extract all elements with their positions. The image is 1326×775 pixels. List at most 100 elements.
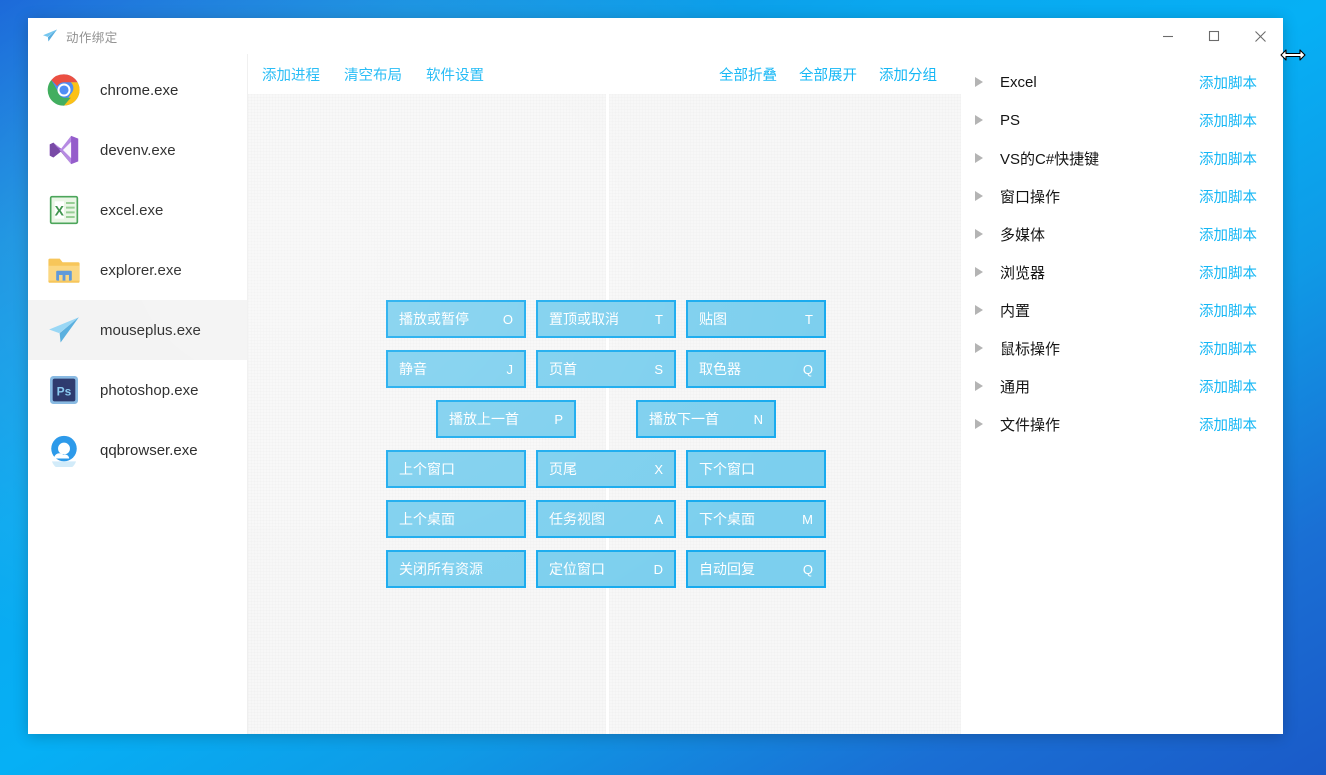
toolbar-left-group: 添加进程 清空布局 软件设置 — [262, 64, 484, 85]
sidebar-item-chrome[interactable]: chrome.exe — [28, 60, 247, 120]
action-label: 取色器 — [699, 359, 741, 379]
chevron-right-icon[interactable] — [975, 115, 989, 125]
sidebar-item-label: photoshop.exe — [100, 382, 198, 399]
action-label: 定位窗口 — [549, 559, 605, 579]
sidebar-item-explorer[interactable]: explorer.exe — [28, 240, 247, 300]
action-label: 关闭所有资源 — [399, 559, 483, 579]
action-button-screen-pin[interactable]: 贴图 T — [686, 300, 826, 338]
add-script-button[interactable]: 添加脚本 — [1199, 224, 1257, 245]
group-row-multimedia[interactable]: 多媒体 添加脚本 — [961, 215, 1283, 253]
layout-canvas[interactable]: 播放或暂停 O 置顶或取消 T 贴图 T — [248, 94, 961, 734]
chevron-right-icon[interactable] — [975, 191, 989, 201]
center-column: 添加进程 清空布局 软件设置 全部折叠 全部展开 添加分组 — [247, 54, 961, 734]
group-row-excel[interactable]: Excel 添加脚本 — [961, 63, 1283, 101]
visual-studio-icon — [46, 132, 82, 168]
script-groups-panel[interactable]: Excel 添加脚本 PS 添加脚本 VS的C#快捷键 添加脚本 — [961, 54, 1283, 734]
clear-layout-button[interactable]: 清空布局 — [344, 64, 402, 85]
chevron-right-icon[interactable] — [975, 343, 989, 353]
chevron-right-icon[interactable] — [975, 77, 989, 87]
chevron-right-icon[interactable] — [975, 419, 989, 429]
chevron-right-icon[interactable] — [975, 229, 989, 239]
chevron-right-icon[interactable] — [975, 305, 989, 315]
action-shortcut: Q — [803, 362, 813, 377]
group-row-window-operations[interactable]: 窗口操作 添加脚本 — [961, 177, 1283, 215]
add-group-button[interactable]: 添加分组 — [879, 64, 937, 85]
chevron-right-icon[interactable] — [975, 153, 989, 163]
chevron-right-icon[interactable] — [975, 381, 989, 391]
collapse-all-button[interactable]: 全部折叠 — [719, 64, 777, 85]
process-list-sidebar[interactable]: chrome.exe devenv.exe — [28, 54, 247, 734]
group-name: Excel — [1000, 74, 1037, 91]
action-label: 播放或暂停 — [399, 309, 469, 329]
group-row-general[interactable]: 通用 添加脚本 — [961, 367, 1283, 405]
action-button-toggle-topmost[interactable]: 置顶或取消 T — [536, 300, 676, 338]
group-row-ps[interactable]: PS 添加脚本 — [961, 101, 1283, 139]
add-script-button[interactable]: 添加脚本 — [1199, 262, 1257, 283]
action-label: 页尾 — [549, 459, 577, 479]
group-name: VS的C#快捷键 — [1000, 148, 1099, 169]
action-label: 播放上一首 — [449, 409, 519, 429]
group-row-vs-csharp-shortcuts[interactable]: VS的C#快捷键 添加脚本 — [961, 139, 1283, 177]
sidebar-item-devenv[interactable]: devenv.exe — [28, 120, 247, 180]
group-row-builtin[interactable]: 内置 添加脚本 — [961, 291, 1283, 329]
group-name: 多媒体 — [1000, 224, 1045, 245]
sidebar-item-photoshop[interactable]: Ps photoshop.exe — [28, 360, 247, 420]
action-button-color-picker[interactable]: 取色器 Q — [686, 350, 826, 388]
maximize-icon — [1208, 30, 1220, 42]
software-settings-button[interactable]: 软件设置 — [426, 64, 484, 85]
sidebar-item-mouseplus[interactable]: mouseplus.exe — [28, 300, 247, 360]
add-script-button[interactable]: 添加脚本 — [1199, 186, 1257, 207]
window-body: chrome.exe devenv.exe — [28, 54, 1283, 734]
add-script-button[interactable]: 添加脚本 — [1199, 148, 1257, 169]
group-name: 鼠标操作 — [1000, 338, 1060, 359]
action-button-previous-desktop[interactable]: 上个桌面 — [386, 500, 526, 538]
sidebar-item-label: qqbrowser.exe — [100, 442, 198, 459]
action-label: 上个窗口 — [399, 459, 455, 479]
svg-text:Ps: Ps — [57, 384, 72, 398]
expand-all-button[interactable]: 全部展开 — [799, 64, 857, 85]
app-window: 动作绑定 — [28, 18, 1283, 734]
chevron-right-icon[interactable] — [975, 267, 989, 277]
group-row-file-operations[interactable]: 文件操作 添加脚本 — [961, 405, 1283, 443]
maximize-button[interactable] — [1191, 18, 1237, 54]
group-row-browser[interactable]: 浏览器 添加脚本 — [961, 253, 1283, 291]
title-bar: 动作绑定 — [28, 18, 1283, 54]
excel-icon: X — [46, 192, 82, 228]
action-button-page-bottom[interactable]: 页尾 X — [536, 450, 676, 488]
chrome-icon — [46, 72, 82, 108]
add-script-button[interactable]: 添加脚本 — [1199, 414, 1257, 435]
add-script-button[interactable]: 添加脚本 — [1199, 338, 1257, 359]
action-button-next-track[interactable]: 播放下一首 N — [636, 400, 776, 438]
action-label: 播放下一首 — [649, 409, 719, 429]
action-label: 自动回复 — [699, 559, 755, 579]
action-button-previous-window[interactable]: 上个窗口 — [386, 450, 526, 488]
action-button-next-window[interactable]: 下个窗口 — [686, 450, 826, 488]
minimize-button[interactable] — [1145, 18, 1191, 54]
action-button-page-top[interactable]: 页首 S — [536, 350, 676, 388]
add-script-button[interactable]: 添加脚本 — [1199, 72, 1257, 93]
window-controls — [1145, 18, 1283, 54]
group-row-mouse-operations[interactable]: 鼠标操作 添加脚本 — [961, 329, 1283, 367]
action-button-close-all-resources[interactable]: 关闭所有资源 — [386, 550, 526, 588]
action-button-locate-window[interactable]: 定位窗口 D — [536, 550, 676, 588]
close-button[interactable] — [1237, 18, 1283, 54]
sidebar-item-qqbrowser[interactable]: qqbrowser.exe — [28, 420, 247, 480]
action-shortcut: O — [503, 312, 513, 327]
add-script-button[interactable]: 添加脚本 — [1199, 110, 1257, 131]
add-script-button[interactable]: 添加脚本 — [1199, 300, 1257, 321]
title-bar-left: 动作绑定 — [28, 27, 118, 46]
add-script-button[interactable]: 添加脚本 — [1199, 376, 1257, 397]
action-button-mute[interactable]: 静音 J — [386, 350, 526, 388]
action-button-play-pause[interactable]: 播放或暂停 O — [386, 300, 526, 338]
action-button-auto-reply[interactable]: 自动回复 Q — [686, 550, 826, 588]
sidebar-item-excel[interactable]: X excel.exe — [28, 180, 247, 240]
close-icon — [1254, 30, 1267, 43]
action-shortcut: Q — [803, 562, 813, 577]
action-button-previous-track[interactable]: 播放上一首 P — [436, 400, 576, 438]
action-button-task-view[interactable]: 任务视图 A — [536, 500, 676, 538]
action-button-next-desktop[interactable]: 下个桌面 M — [686, 500, 826, 538]
action-shortcut: A — [654, 512, 663, 527]
group-name: 通用 — [1000, 376, 1030, 397]
add-process-button[interactable]: 添加进程 — [262, 64, 320, 85]
